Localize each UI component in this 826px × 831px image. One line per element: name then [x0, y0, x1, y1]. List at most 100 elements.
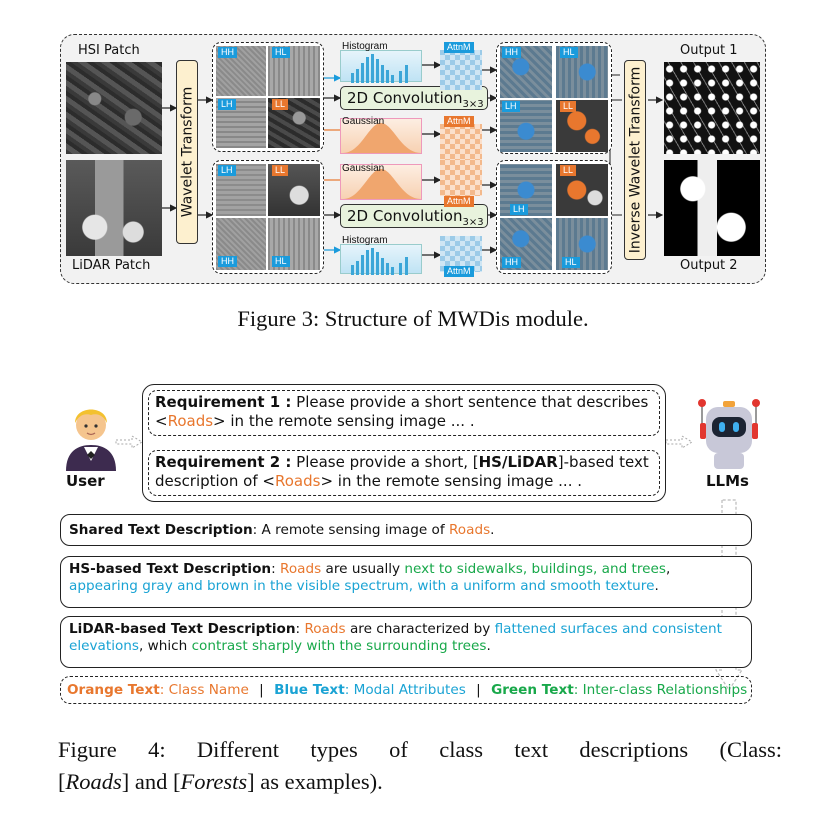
- req2-text-b2: > in the remote sensing image ... .: [320, 472, 582, 490]
- weighted-lidar-lh-tag: LH: [510, 204, 528, 215]
- requirement-2-box: Requirement 2 : Please provide a short, …: [148, 450, 660, 496]
- gaussian-bottom-curve: [343, 169, 421, 199]
- req2-text-a2: ]-based text: [557, 453, 649, 471]
- legend-green-text: : Inter-class Relationships: [573, 682, 748, 698]
- weighted-lidar-hl-tag: HL: [562, 257, 580, 268]
- weighted-hsi-hl-tag: HL: [560, 47, 578, 58]
- shared-text: : A remote sensing image of: [252, 522, 449, 538]
- caption-b1: [: [58, 769, 66, 794]
- lidar-colon: :: [295, 621, 305, 637]
- lidar-which: , which: [139, 638, 192, 654]
- hs-end: .: [654, 578, 659, 594]
- gaussian-top: [340, 118, 422, 154]
- attn-map-3: [440, 160, 482, 196]
- lidar-lh-tag: LH: [218, 165, 236, 176]
- hs-description-box: HS-based Text Description: Roads are usu…: [60, 556, 752, 608]
- req2-text-a1: Please provide a short, [: [296, 453, 479, 471]
- req2-modal: HS/LiDAR: [478, 453, 558, 471]
- weighted-hsi-lh-tag: LH: [502, 101, 520, 112]
- llm-label: LLMs: [706, 472, 749, 490]
- user-icon: [66, 409, 116, 471]
- weighted-hsi-ll-tag: LL: [560, 101, 577, 112]
- inverse-wavelet-block: Inverse Wavelet Transform: [624, 60, 646, 260]
- req1-class: Roads: [167, 412, 214, 430]
- hsi-ll-tag: LL: [272, 99, 289, 110]
- figure4-caption: Figure 4: Different types of class text …: [58, 734, 782, 798]
- legend-green-title: Green Text: [491, 682, 574, 698]
- lidar-class: Roads: [304, 621, 346, 637]
- attn-map-1: [440, 50, 482, 90]
- attn-tag-1: AttnM: [444, 42, 474, 53]
- histogram-top-label: Histogram: [342, 41, 388, 52]
- conv-block-bottom: 2D Convolution3×3: [340, 204, 488, 228]
- lidar-hh-tag: HH: [218, 256, 237, 267]
- caption-b2: ] and [: [121, 769, 181, 794]
- weighted-lidar-ll: [556, 164, 608, 216]
- user-avatar: [60, 395, 122, 473]
- histogram-top: [340, 50, 422, 83]
- caption-forests: Forests: [180, 769, 248, 794]
- req2-title: Requirement 2 :: [155, 453, 292, 471]
- hsi-lh-tag: LH: [218, 99, 236, 110]
- req1-title: Requirement 1 :: [155, 393, 292, 411]
- attn-tag-4: AttnM: [444, 266, 474, 277]
- shared-title: Shared Text Description: [69, 522, 253, 538]
- wavelet-transform-label: Wavelet Transform: [179, 86, 196, 218]
- req1-text-a: Please provide a short sentence that des…: [296, 393, 649, 411]
- lidar-blue: flattened surfaces and consistent elevat…: [69, 621, 722, 654]
- color-legend: Orange Text: Class Name | Blue Text: Mod…: [60, 676, 752, 704]
- req2-class: Roads: [274, 472, 321, 490]
- lidar-end: .: [486, 638, 491, 654]
- robot-icon: [698, 399, 760, 469]
- req1-text-b1: <: [155, 412, 168, 430]
- hs-green: next to sidewalks, buildings, and trees: [404, 561, 666, 577]
- hs-comma: ,: [665, 561, 671, 577]
- hsi-hl-tag: HL: [272, 47, 290, 58]
- shared-description-box: Shared Text Description: A remote sensin…: [60, 514, 752, 546]
- figure3-caption: Figure 3: Structure of MWDis module.: [237, 306, 589, 331]
- output1-label: Output 1: [680, 43, 738, 58]
- caption-b3: ] as examples).: [247, 769, 383, 794]
- hsi-patch-image: [66, 62, 162, 154]
- gaussian-bottom-label: Gaussian: [342, 163, 385, 174]
- hs-blue: appearing gray and brown in the visible …: [69, 578, 655, 594]
- histogram-bottom: [340, 244, 422, 275]
- caption-line-1: Figure 4: Different types of class text …: [58, 737, 782, 762]
- legend-orange-text: : Class Name: [159, 682, 249, 698]
- lidar-description-box: LiDAR-based Text Description: Roads are …: [60, 616, 752, 668]
- output2-label: Output 2: [680, 258, 738, 273]
- hs-title: HS-based Text Description: [69, 561, 272, 577]
- lidar-mid: are characterized by: [345, 621, 495, 637]
- lidar-title: LiDAR-based Text Description: [69, 621, 296, 637]
- weighted-lidar-ll-tag: LL: [560, 165, 577, 176]
- attn-tag-3: AttnM: [444, 196, 474, 207]
- hsi-hh-tag: HH: [218, 47, 237, 58]
- inverse-wavelet-label: Inverse Wavelet Transform: [627, 66, 643, 254]
- gaussian-top-label: Gaussian: [342, 116, 385, 127]
- requirement-1-box: Requirement 1 : Please provide a short s…: [148, 390, 660, 436]
- legend-blue-title: Blue Text: [274, 682, 345, 698]
- hs-mid: are usually: [321, 561, 405, 577]
- shared-end: .: [490, 522, 495, 538]
- histogram-bottom-bars: [351, 248, 408, 275]
- lidar-hl-tag: HL: [272, 256, 290, 267]
- lidar-patch-label: LiDAR Patch: [72, 258, 151, 273]
- user-label: User: [66, 472, 105, 490]
- conv-bottom-label: 2D Convolution: [347, 207, 463, 225]
- gaussian-top-curve: [343, 123, 421, 153]
- shared-class: Roads: [448, 522, 491, 538]
- hs-class: Roads: [280, 561, 322, 577]
- attn-map-2: [440, 124, 482, 160]
- output2-image: [664, 160, 760, 256]
- histogram-top-bars: [351, 54, 408, 83]
- lidar-ll-tag: LL: [272, 165, 289, 176]
- weighted-lidar-hh-tag: HH: [502, 257, 521, 268]
- caption-line-2: [Roads] and [Forests] as examples).: [58, 766, 782, 798]
- caption-roads: Roads: [65, 769, 122, 794]
- llm-avatar: [692, 395, 766, 471]
- weighted-hsi-hh-tag: HH: [502, 47, 521, 58]
- legend-blue-text: : Modal Attributes: [344, 682, 466, 698]
- conv-bottom-kernel: 3×3: [462, 217, 484, 228]
- hsi-patch-label: HSI Patch: [78, 43, 140, 58]
- gaussian-bottom: [340, 164, 422, 200]
